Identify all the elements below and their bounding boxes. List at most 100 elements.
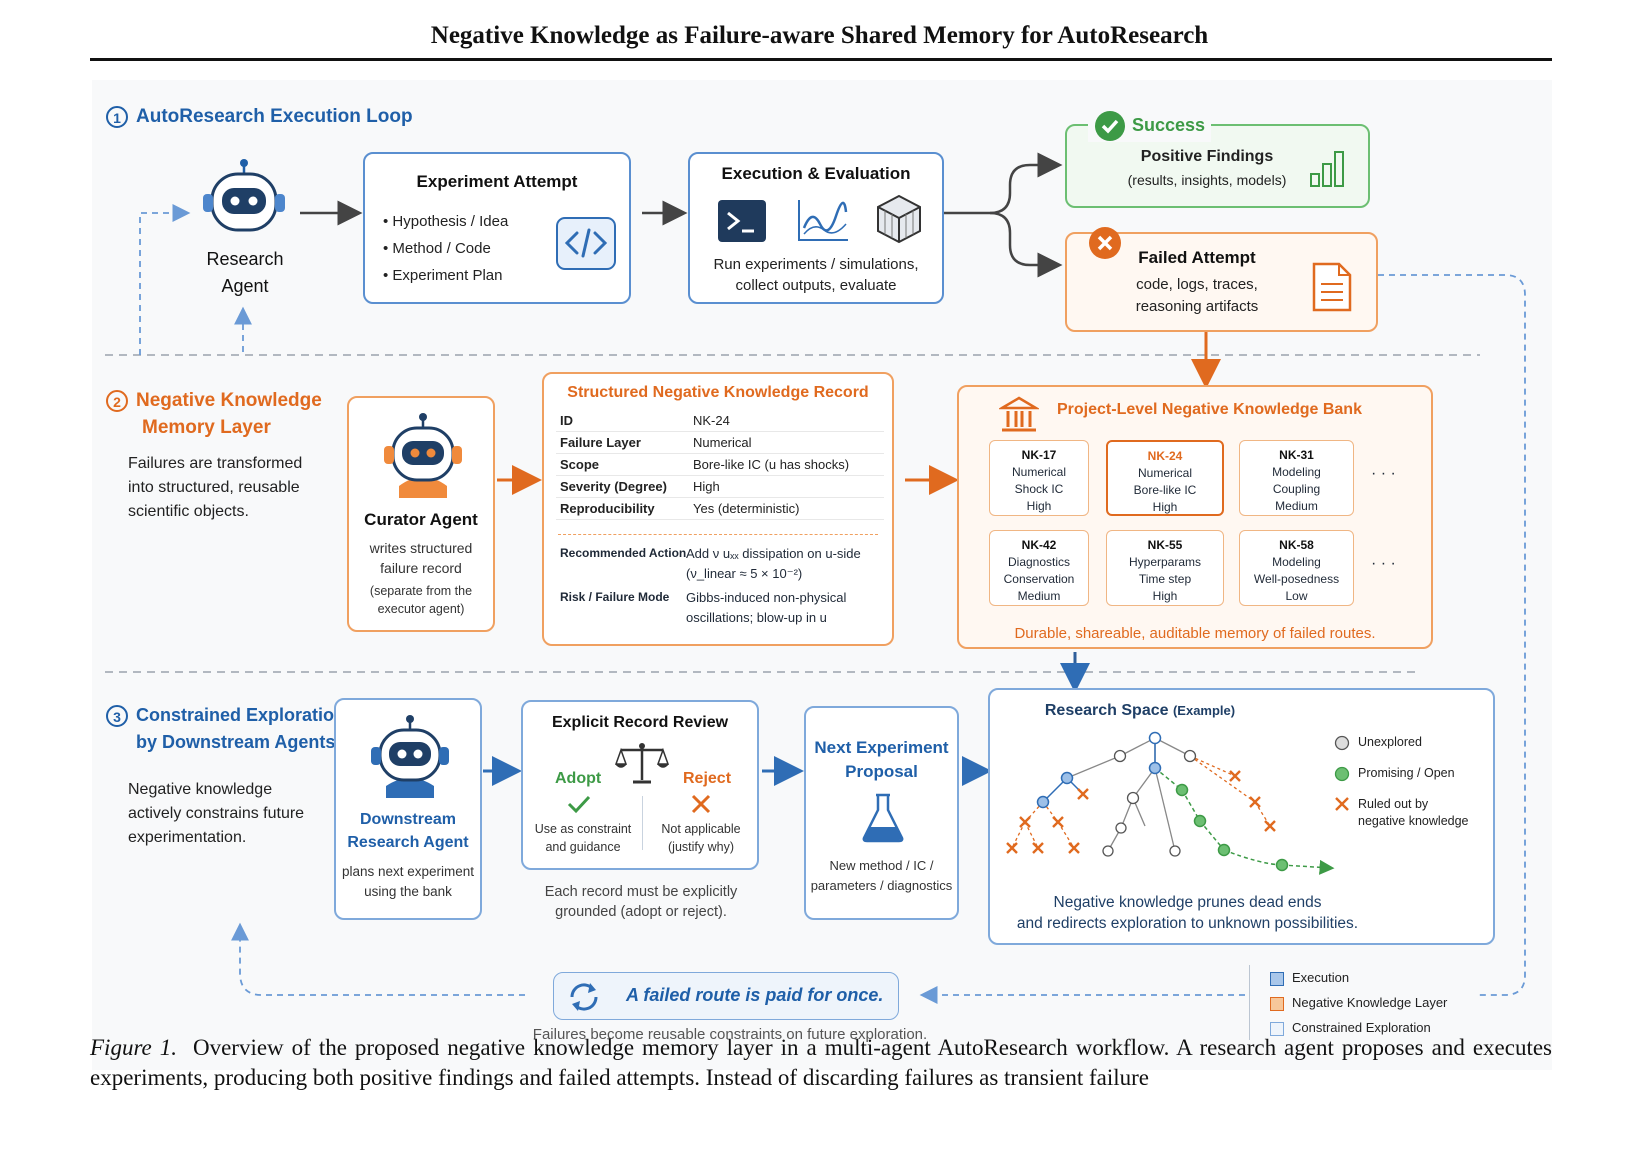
section3-title-line2: by Downstream Agents	[136, 732, 336, 752]
agent-label-line2: Agent	[221, 276, 269, 296]
curator-note-line1: (separate from the	[369, 584, 473, 598]
cube-icon	[877, 194, 921, 244]
section1-num: 1	[106, 106, 128, 128]
figure-caption: Figure 1. Overview of the proposed negat…	[90, 1033, 1552, 1093]
tree-nodes	[1036, 731, 1289, 872]
legend-ruled-out-2: negative knowledge	[1358, 814, 1469, 828]
execution-desc-line2: collect outputs, evaluate	[735, 277, 897, 294]
downstream-desc-line2: using the bank	[364, 884, 452, 899]
section1-title: 1 AutoResearch Execution Loop	[106, 106, 413, 128]
action-value: Add ν uₓₓ dissipation on u-side(ν_linear…	[686, 546, 861, 581]
risk-key: Risk / Failure Mode	[560, 590, 670, 604]
proposal-desc-line1: New method / IC /	[829, 858, 934, 873]
x-icon	[691, 794, 711, 814]
reject-label[interactable]: Reject	[683, 770, 732, 787]
proposal-title-line1: Next Experiment	[814, 738, 949, 757]
bank-building-icon	[999, 396, 1039, 432]
legend-promising: Promising / Open	[1358, 766, 1455, 780]
section2-title-line1: Negative Knowledge	[136, 390, 322, 411]
check-circle-icon	[1095, 111, 1125, 141]
loop-right-side	[1378, 274, 1526, 996]
legend-swatch-execution	[1270, 971, 1284, 986]
curator-desc-line2: failure record	[380, 560, 462, 576]
ruled-out-marks	[1006, 770, 1276, 854]
document-icon	[1312, 262, 1352, 312]
line-chart-icon	[798, 200, 848, 241]
arrow-to-success	[943, 152, 1063, 215]
section3-num: 3	[106, 705, 128, 728]
flask-icon	[862, 793, 904, 843]
section2-num: 2	[106, 389, 128, 412]
failed-desc-line2: reasoning artifacts	[1135, 298, 1259, 315]
record-separator	[558, 534, 878, 535]
positive-findings-desc: (results, insights, models)	[1127, 172, 1287, 188]
downstream-robot-icon	[371, 715, 449, 798]
adopt-label[interactable]: Adopt	[555, 770, 602, 787]
section3-title-line1: Constrained Exploration	[136, 705, 346, 725]
fail-x-icon	[1089, 227, 1121, 259]
proposal-box: Next Experiment Proposal New method / IC…	[804, 706, 959, 920]
space-legend: Unexplored Promising / Open Ruled out by…	[1334, 734, 1469, 830]
legend-execution: Execution	[1292, 970, 1350, 985]
downstream-title-line2: Research Agent	[347, 834, 469, 851]
execution-desc-line1: Run experiments / simulations,	[713, 256, 919, 273]
legend-negative: Negative Knowledge Layer	[1292, 995, 1448, 1010]
research-space-title: Research Space (Example)	[1044, 702, 1236, 719]
curator-title: Curator Agent	[364, 510, 478, 529]
agent-label-line1: Research	[206, 249, 284, 269]
loop-to-downstream	[231, 922, 525, 996]
success-label: Success	[1088, 110, 1212, 142]
curator-agent-box: Curator Agent writes structured failure …	[347, 396, 495, 632]
figure-legend: Execution Negative Knowledge Layer Const…	[1249, 965, 1447, 1040]
attempt-item: • Method / Code	[383, 240, 491, 257]
nk-record-title: Structured Negative Knowledge Record	[567, 384, 869, 401]
nk-bank-title: Project-Level Negative Knowledge Bank	[1057, 401, 1362, 418]
record-row: Severity (Degree)High	[556, 475, 884, 498]
reject-desc-line1: Not applicable	[661, 822, 741, 836]
scales-icon	[615, 743, 669, 784]
experiment-attempt-title: Experiment Attempt	[416, 172, 578, 191]
section1-title-text: AutoResearch Execution Loop	[136, 106, 413, 128]
proposal-desc-line2: parameters / diagnostics	[810, 878, 953, 893]
section2-title-line2: Memory Layer	[142, 417, 271, 438]
promising-icon	[1334, 766, 1350, 781]
attempt-item: • Hypothesis / Idea	[383, 213, 509, 230]
unexplored-icon	[1334, 735, 1350, 750]
banner-text: A failed route is paid for once.	[626, 985, 884, 1005]
execution-evaluation-box: Execution & Evaluation Run experiments /…	[688, 152, 944, 304]
curator-desc-line1: writes structured	[369, 540, 473, 556]
failed-desc-line1: code, logs, traces,	[1136, 276, 1258, 293]
positive-findings-title: Positive Findings	[1140, 148, 1274, 165]
legend-unexplored: Unexplored	[1358, 735, 1422, 749]
robot-icon	[203, 159, 285, 232]
adopt-desc-line2: and guidance	[545, 840, 621, 854]
failed-attempt-title: Failed Attempt	[1138, 248, 1256, 267]
section3-title: 3 Constrained Exploration by Downstream A…	[106, 702, 345, 756]
bank-ellipsis: · · ·	[1371, 555, 1396, 572]
bar-chart-icon	[1310, 151, 1344, 187]
legend-swatch-negative	[1270, 996, 1284, 1011]
caption-label: Figure 1.	[90, 1035, 177, 1060]
loop-back-to-agent	[139, 204, 191, 355]
experiment-attempt-box: Experiment Attempt • Hypothesis / Idea •…	[363, 152, 631, 304]
legend-exploration: Constrained Exploration	[1292, 1020, 1431, 1035]
success-label-text: Success	[1132, 114, 1206, 135]
execution-title: Execution & Evaluation	[721, 164, 911, 183]
code-icon	[556, 217, 616, 270]
reject-desc-line2: (justify why)	[668, 840, 734, 854]
review-title: Explicit Record Review	[551, 714, 729, 731]
downstream-agent-box: Downstream Research Agent plans next exp…	[334, 698, 482, 920]
review-divider	[642, 796, 643, 850]
